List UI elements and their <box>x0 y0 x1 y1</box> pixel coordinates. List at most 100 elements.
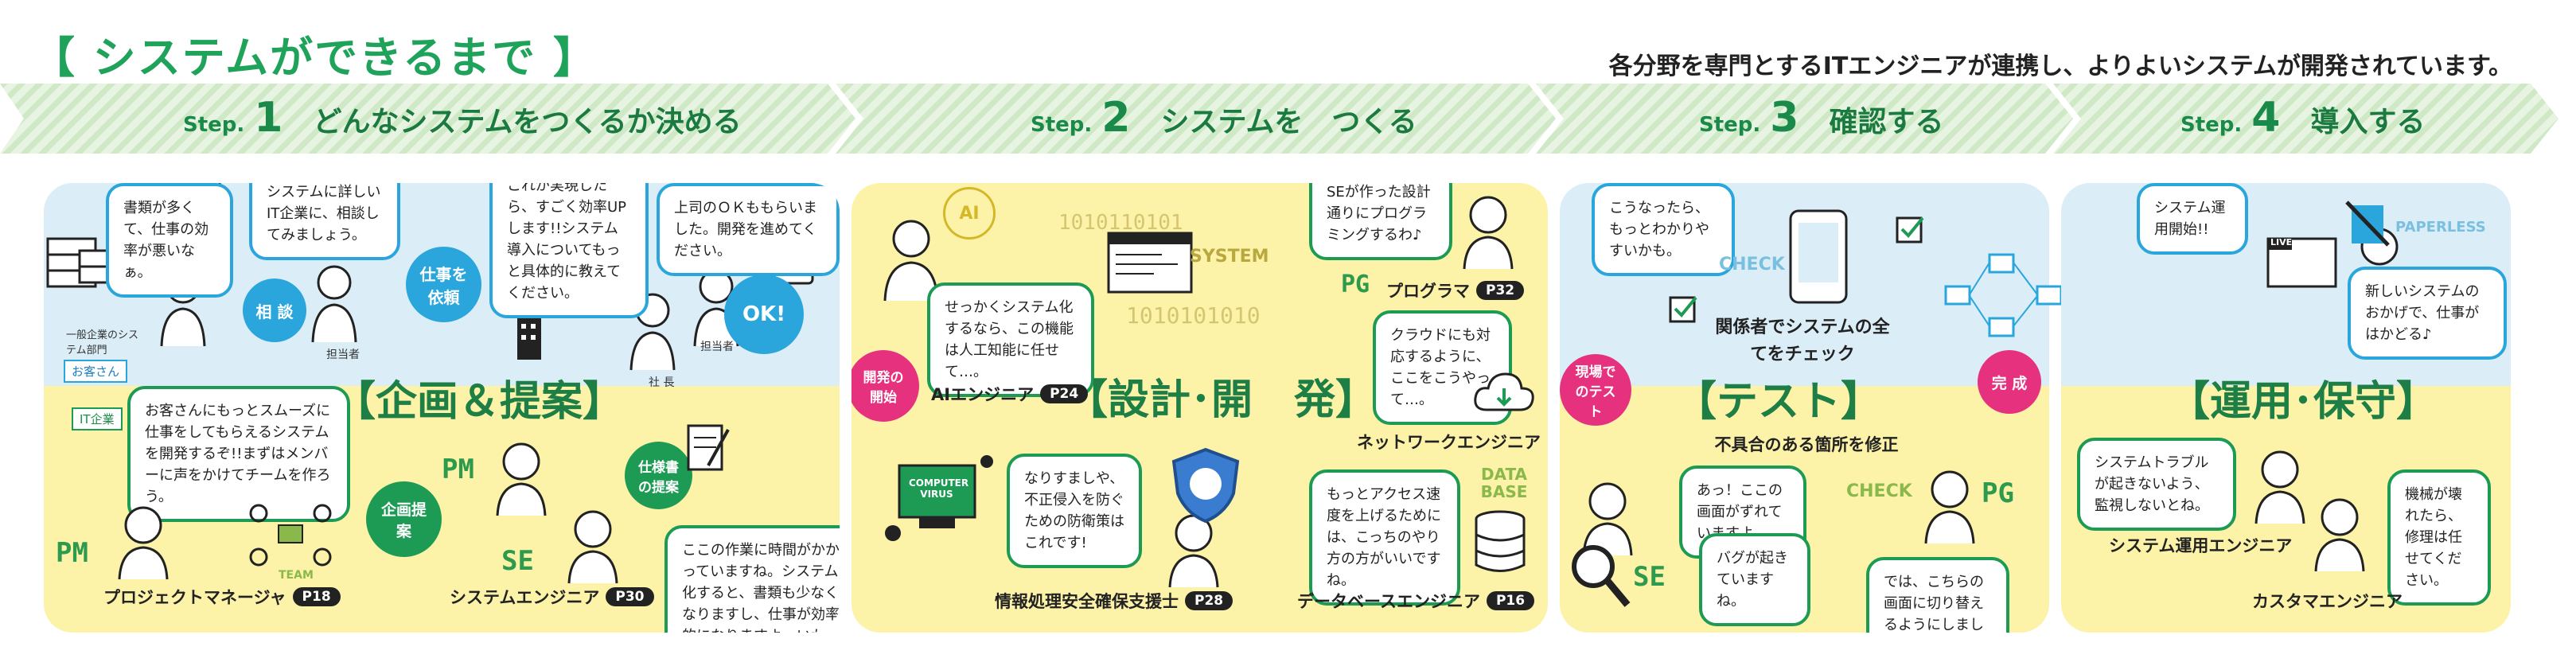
step-2-prefix: Step. <box>1031 113 1093 137</box>
speech-bubble-programmer: SEが作った設計通りにプログラミングするわ♪ <box>1309 183 1452 260</box>
smartphone-tap-icon <box>1789 209 1848 304</box>
virus-label: COMPUTER VIRUS <box>909 477 969 500</box>
pg-label: PG <box>1341 271 1370 298</box>
bug-fix-text: 不具合のある箇所を修正 <box>1714 435 1899 454</box>
security-shield-icon <box>1171 447 1240 524</box>
database-icon <box>1475 510 1526 572</box>
team-icon <box>249 504 332 567</box>
paperless-icon <box>2345 201 2390 247</box>
role-ops-engineer: システム運用エンジニア <box>2109 533 2292 557</box>
consult-circle: 相 談 <box>243 279 306 342</box>
se-label: SE <box>501 545 534 577</box>
role-sec-name: 情報処理安全確保支援士 <box>995 592 1179 611</box>
step-2-number: 2 <box>1101 94 1131 142</box>
role-se-page[interactable]: P30 <box>606 587 654 606</box>
pm-label: PM <box>56 537 88 569</box>
role-se-name: システムエンジニア <box>450 588 600 607</box>
checkbox-icon-1 <box>1896 216 1924 243</box>
step-3: Step. 3 確認する <box>1699 97 1943 140</box>
computer-virus-icon <box>885 455 993 541</box>
step-1-number: 1 <box>254 94 283 142</box>
security-specialist-person-icon <box>1168 514 1219 588</box>
monitor-live-icon <box>2266 237 2337 288</box>
role-pg-name: プログラマ <box>1386 282 1470 301</box>
phase-title-operation: 【運用･保守】 <box>2169 378 2438 426</box>
step-2-label: システムを つくる <box>1160 106 1417 138</box>
step-4-prefix: Step. <box>2180 113 2243 137</box>
role-ops-name: システム運用エンジニア <box>2109 536 2293 555</box>
speech-bubble-monitoring: システムトラブルが起きないよう、監視しないとね。 <box>2077 438 2236 531</box>
ai-engineer-person-icon <box>883 220 939 302</box>
speech-bubble-pm-team: お客さんにもっとスムーズに仕事をしてもらえるシステムを開発するぞ!!まずはメンバ… <box>127 386 350 522</box>
role-programmer: プログラマ P32 <box>1386 279 1525 302</box>
test-center-text: 関係者でシステムの全てをチェック <box>1715 317 1890 364</box>
role-security-specialist: 情報処理安全確保支援士 P28 <box>995 589 1233 613</box>
speech-bubble-switch-screen: では、こちらの画面に切り替えるようにしましょう。 <box>1866 557 2009 633</box>
role-system-engineer: システムエンジニア P30 <box>450 585 654 609</box>
role-project-manager: プロジェクトマネージャ P18 <box>103 585 341 609</box>
pm-person-icon <box>118 506 169 580</box>
request-work-circle: 仕事を依頼 <box>406 247 481 322</box>
phase-title-test: 【テスト】 <box>1675 378 1883 426</box>
step-3-arrow <box>1536 84 2073 154</box>
panel-operation: システム運用開始!! LIVE 社 長 PAPERLESS 新しいシステムのおか… <box>2061 183 2511 633</box>
customer-engineer-person-icon <box>2314 498 2365 572</box>
ai-badge: AI <box>943 187 996 240</box>
speech-bubble-client-complaint: 書類が多くて、仕事の効率が悪いなぁ。 <box>106 183 233 298</box>
panel-planning: 書類が多くて、仕事の効率が悪いなぁ。 システムに詳しいIT企業に、相談してみまし… <box>44 183 840 633</box>
speech-bubble-se-proposal: ここの作業に時間がかかっていますね。システム化すると、書類も少なくなりますし、仕… <box>664 525 840 633</box>
team-label: TEAM <box>279 569 314 582</box>
step-4-label: 導入する <box>2310 106 2426 138</box>
checkbox-icon-2 <box>1669 296 1697 323</box>
code-window-icon <box>1107 232 1193 294</box>
panel-test: こうなったら、もっとわかりやすいかも。 CHECK 関係者でシステムの全てをチェ… <box>1560 183 2049 633</box>
step-4: Step. 4 導入する <box>2180 97 2425 140</box>
speech-bubble-consult-suggestion: システムに詳しいIT企業に、相談してみましょう。 <box>249 183 400 260</box>
speech-bubble-test-suggestion: こうなったら、もっとわかりやすいかも。 <box>1592 183 1735 276</box>
check-label-1: CHECK <box>1719 255 1785 275</box>
pg-label-test: PG <box>1982 477 2014 509</box>
magnifier-icon <box>1572 545 1631 607</box>
phase-title-planning: 【企画＆提案】 <box>334 378 625 426</box>
completion-circle: 完 成 <box>1978 350 2041 414</box>
binary-text-2: 1010101010 <box>1126 302 1261 329</box>
role-pm-name: プロジェクトマネージャ <box>103 588 286 607</box>
plan-proposal-circle: 企画提案 <box>366 481 442 557</box>
step-3-prefix: Step. <box>1699 113 1761 137</box>
database-label: DATA BASE <box>1480 465 1528 501</box>
paperless-label: PAPERLESS <box>2395 219 2486 236</box>
step-1-label: どんなシステムをつくるか決める <box>313 106 742 138</box>
speech-bubble-bug-confirm: バグが起きていますね。 <box>1699 533 1810 626</box>
speech-bubble-db-engineer: もっとアクセス速度を上げるためには、こっちのやり方の方がいいですね。 <box>1309 469 1460 606</box>
speech-bubble-productivity: 新しいシステムのおかげで、仕事がはかどる♪ <box>2348 267 2507 360</box>
tanto-label-1: 担当者 <box>326 349 360 361</box>
role-pg-page[interactable]: P32 <box>1476 281 1525 300</box>
dept-label: 一般企業のシステム部門 <box>66 329 139 356</box>
it-company-tag: IT企業 <box>72 407 123 430</box>
pm-2-person-icon <box>496 442 547 516</box>
speech-bubble-security: なりすましや、不正侵入を防ぐための防衛策はこれです! <box>1007 454 1142 568</box>
speech-bubble-president-request: これが実現したら、すごく効率UPします!!システム導入についてもっと具体的に教え… <box>489 183 649 318</box>
role-ai-page[interactable]: P24 <box>1040 384 1089 403</box>
page-title: 【 システムができるまで 】 <box>32 33 598 83</box>
role-sec-page[interactable]: P28 <box>1185 591 1233 610</box>
staff-person-icon <box>311 265 357 343</box>
role-pm-page[interactable]: P18 <box>292 587 341 606</box>
development-start-circle: 開発の開始 <box>852 350 919 422</box>
panel-development: AI 1010110101 SYSTEM 1010101010 せっかくシステム… <box>852 183 1548 633</box>
check-label-2: CHECK <box>1846 481 1912 501</box>
role-network-engineer: ネットワークエンジニア <box>1357 430 1541 454</box>
role-db-page[interactable]: P16 <box>1486 591 1535 610</box>
role-customer-engineer: カスタマエンジニア <box>2252 589 2403 613</box>
spec-proposal-circle: 仕様書の提案 <box>625 442 692 509</box>
role-db-name: データベースエンジニア <box>1297 592 1480 611</box>
phase-title-development: 【設計･開 発】 <box>1066 376 1378 424</box>
step-3-number: 3 <box>1770 94 1799 142</box>
role-ai-engineer: AIエンジニア P24 <box>931 382 1089 406</box>
building-icon <box>517 318 541 360</box>
cloud-download-icon <box>1474 372 1534 411</box>
role-net-name: ネットワークエンジニア <box>1357 433 1541 452</box>
tanto-label-2: 担当者 <box>700 341 734 353</box>
role-ai-name: AIエンジニア <box>931 385 1035 404</box>
field-test-circle: 現場でのテスト <box>1560 354 1631 426</box>
